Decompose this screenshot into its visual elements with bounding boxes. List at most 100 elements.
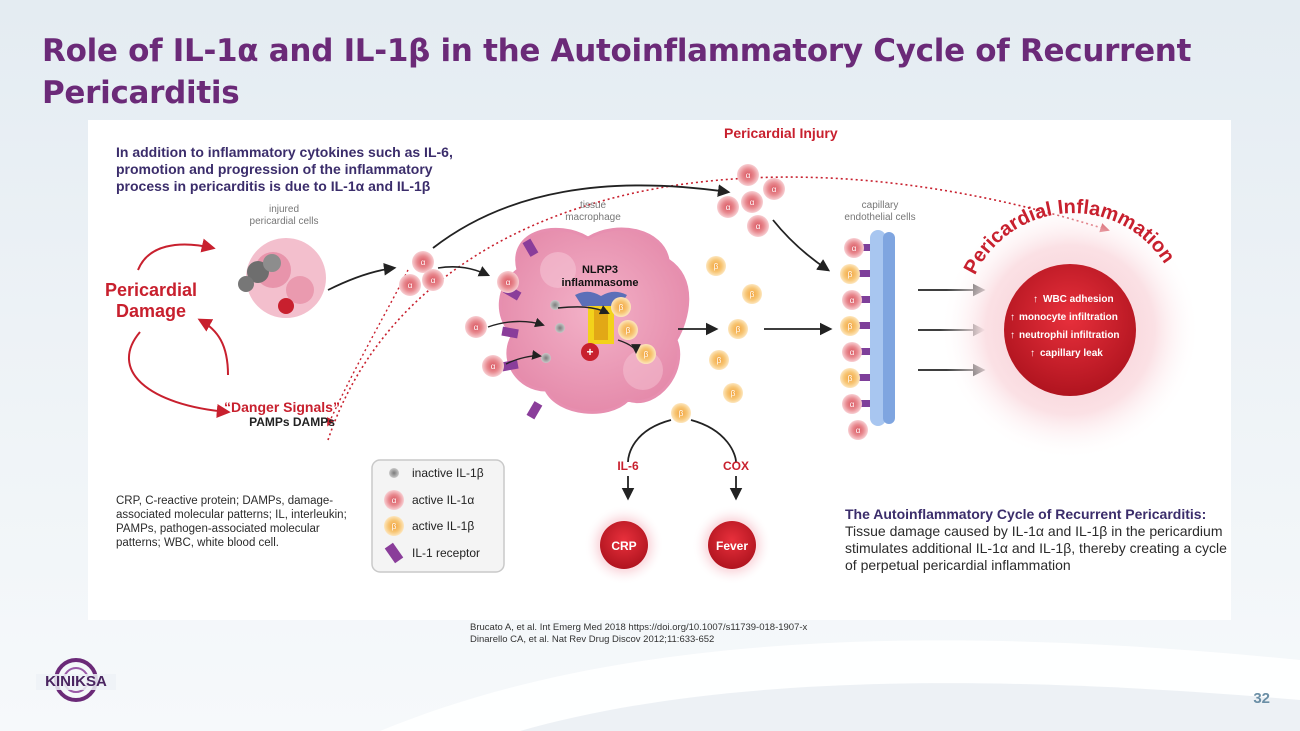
alpha-symbol: α [506, 278, 511, 287]
effect-arrow: ↑ [1010, 330, 1015, 341]
beta-symbol: β [626, 326, 631, 335]
alpha-symbol: α [750, 198, 755, 207]
effect-arrow: ↑ [1033, 294, 1038, 305]
beta-symbol: β [848, 322, 853, 331]
beta-symbol: β [679, 409, 684, 418]
arrow-release [327, 263, 397, 291]
beta-molecule [611, 297, 631, 317]
alpha-cluster-top: α α α α α [717, 164, 785, 237]
alpha-symbol: α [850, 296, 855, 305]
alpha-symbol: α [421, 258, 426, 267]
arrow-cleave-1 [557, 305, 610, 315]
crp-circle [600, 521, 648, 569]
beta-symbol: β [750, 290, 755, 299]
injured-cells-label-1: injured [269, 204, 299, 215]
arrow-alpha-in [487, 317, 545, 328]
nlrp3-label-1: NLRP3 [582, 264, 618, 276]
pericardial-injury-label: Pericardial Injury [724, 125, 838, 141]
alpha-symbol: α [408, 281, 413, 290]
inactive-il1b [550, 300, 560, 310]
injury-arc [327, 176, 1110, 441]
citations: Brucato A, et al. Int Emerg Med 2018 htt… [470, 622, 890, 646]
beta-molecule [618, 320, 638, 340]
beta-symbol: β [392, 522, 397, 531]
alpha-symbol: α [772, 185, 777, 194]
injured-cells [238, 238, 326, 318]
inflammation-diagram: Pericardial Injury injured pericardial c… [105, 125, 1200, 585]
cycle-arrow-top [137, 238, 216, 271]
background-swoosh [380, 640, 1300, 731]
macrophage-label-2: macrophage [565, 212, 621, 223]
cycle-arrow-up [197, 318, 229, 376]
beta-symbol: β [736, 325, 741, 334]
alpha-molecule [497, 271, 519, 293]
alpha-symbol: α [746, 171, 751, 180]
macrophage-label-1: tissue [580, 200, 607, 211]
alpha-symbol: α [431, 276, 436, 285]
pericardial-damage-label-2: Damage [116, 301, 186, 321]
il6-label: IL-6 [617, 459, 639, 473]
capillary-molecules: α β α β α β α α [840, 238, 868, 440]
inactive-il1b [541, 353, 551, 363]
alpha-symbol: α [392, 496, 397, 505]
cox-label: COX [723, 459, 749, 473]
arrow-to-capillary-alpha [432, 184, 731, 249]
kiniksa-logo: KINIKSA [36, 656, 116, 712]
nlrp3-label-2: inflammasome [561, 277, 638, 289]
abbreviations: CRP, C-reactive protein; DAMPs, damage-a… [116, 495, 347, 549]
alpha-symbol: α [850, 348, 855, 357]
arrow-alpha-in-2 [505, 350, 542, 365]
intro-note: In addition to inflammatory cytokines su… [116, 144, 453, 194]
effect-neutrophil: neutrophil infiltration [1019, 330, 1120, 341]
beta-symbol: β [731, 389, 736, 398]
plus-icon [581, 343, 599, 361]
cycle-arrow-down [128, 331, 231, 418]
effect-wbc: WBC adhesion [1043, 294, 1114, 305]
beta-symbol: β [644, 350, 649, 359]
effect-arrow: ↑ [1010, 312, 1015, 323]
injured-cells-label-2: pericardial cells [250, 216, 319, 227]
branch-cox [690, 419, 737, 463]
alpha-symbol: α [852, 244, 857, 253]
page-title: Role of IL-1α and IL-1β in the Autoinfla… [42, 33, 1192, 111]
beta-symbol: β [848, 270, 853, 279]
cycle-description: The Autoinflammatory Cycle of Recurrent … [845, 506, 1235, 574]
beta-symbol: β [848, 374, 853, 383]
fever-circle [708, 521, 756, 569]
branch-il6 [627, 419, 672, 463]
danger-signals-label: “Danger Signals” [224, 399, 340, 415]
fever-label: Fever [716, 539, 748, 553]
effect-arrow: ↑ [1030, 348, 1035, 359]
effect-capillary-leak: capillary leak [1040, 348, 1103, 359]
legend-inactive-swatch [389, 468, 399, 478]
legend-alpha-label: active IL-1α [412, 493, 474, 507]
legend-receptor-label: IL-1 receptor [412, 546, 480, 560]
capillary-label-2: endothelial cells [844, 212, 915, 223]
beta-symbol: β [619, 303, 624, 312]
pamps-damps-label: PAMPs DAMPs [249, 415, 335, 429]
alpha-symbol: α [850, 400, 855, 409]
alpha-molecule [482, 355, 504, 377]
pericardial-damage-label-1: Pericardial [105, 280, 197, 300]
citation-2: Dinarello CA, et al. Nat Rev Drug Discov… [470, 634, 715, 645]
beta-symbol: β [714, 262, 719, 271]
inflammation-core [1004, 264, 1136, 396]
beta-cluster: β β β β β β [671, 256, 762, 423]
legend-inactive-label: inactive IL-1β [412, 466, 484, 480]
cycle-body: Tissue damage caused by IL-1α and IL-1β … [845, 523, 1227, 573]
legend-alpha-swatch [384, 490, 404, 510]
beta-symbol: β [717, 356, 722, 365]
legend-beta-label: active IL-1β [412, 519, 474, 533]
page-number: 32 [1253, 690, 1270, 707]
cycle-heading: The Autoinflammatory Cycle of Recurrent … [845, 506, 1207, 522]
capillary-label-1: capillary [862, 200, 899, 211]
inactive-il1b [555, 323, 565, 333]
citation-1: Brucato A, et al. Int Emerg Med 2018 htt… [470, 622, 808, 633]
legend-receptor-swatch [384, 542, 404, 564]
alpha-molecule [465, 316, 487, 338]
legend-box [371, 459, 505, 573]
alpha-symbol: α [474, 323, 479, 332]
alpha-symbol: α [856, 426, 861, 435]
alpha-symbol: α [491, 362, 496, 371]
